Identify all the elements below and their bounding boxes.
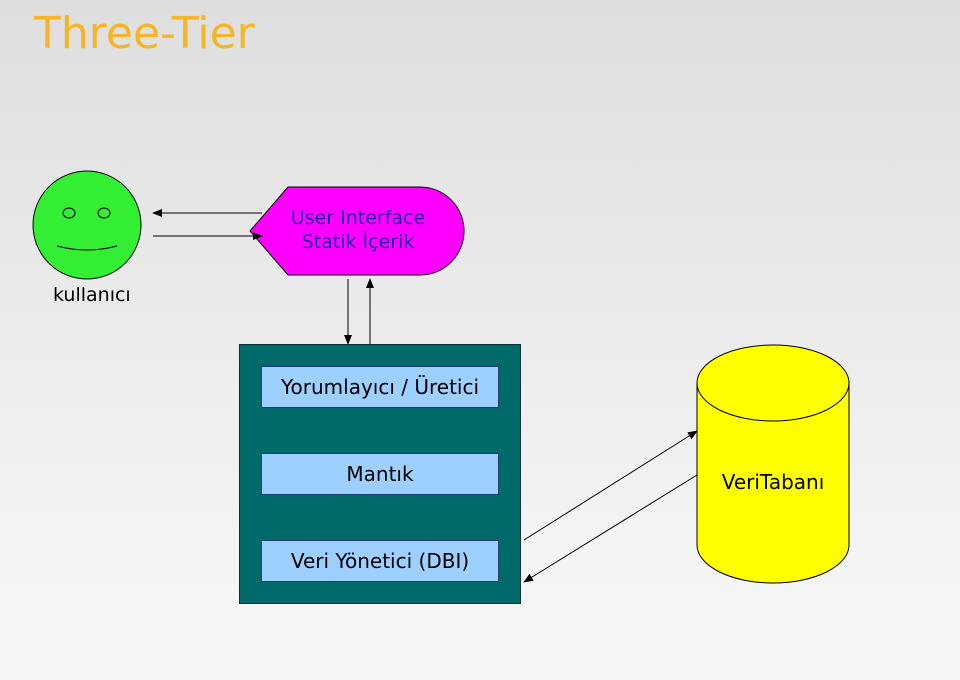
page-title: Three-Tier	[34, 8, 255, 59]
interpreter-generator-box: Yorumlayıcı / Üretici	[261, 366, 499, 408]
logic-box: Mantık	[261, 453, 499, 495]
data-manager-box: Veri Yönetici (DBI)	[261, 540, 499, 582]
database-cylinder-icon	[696, 344, 850, 584]
user-smiley-icon	[32, 170, 142, 280]
user-label: kullanıcı	[53, 284, 131, 306]
user-interface-shape	[249, 186, 465, 276]
application-server-box: Yorumlayıcı / Üretici Mantık Veri Yöneti…	[239, 344, 521, 604]
ui-line-1: User Interface	[290, 207, 426, 229]
user-interface-label: User Interface Statik İçerik	[268, 206, 448, 254]
arrow-server-to-db	[523, 430, 698, 541]
database-label: VeriTabanı	[721, 470, 825, 494]
arrow-db-to-server	[523, 474, 698, 583]
ui-line-2: Statik İçerik	[301, 231, 415, 253]
